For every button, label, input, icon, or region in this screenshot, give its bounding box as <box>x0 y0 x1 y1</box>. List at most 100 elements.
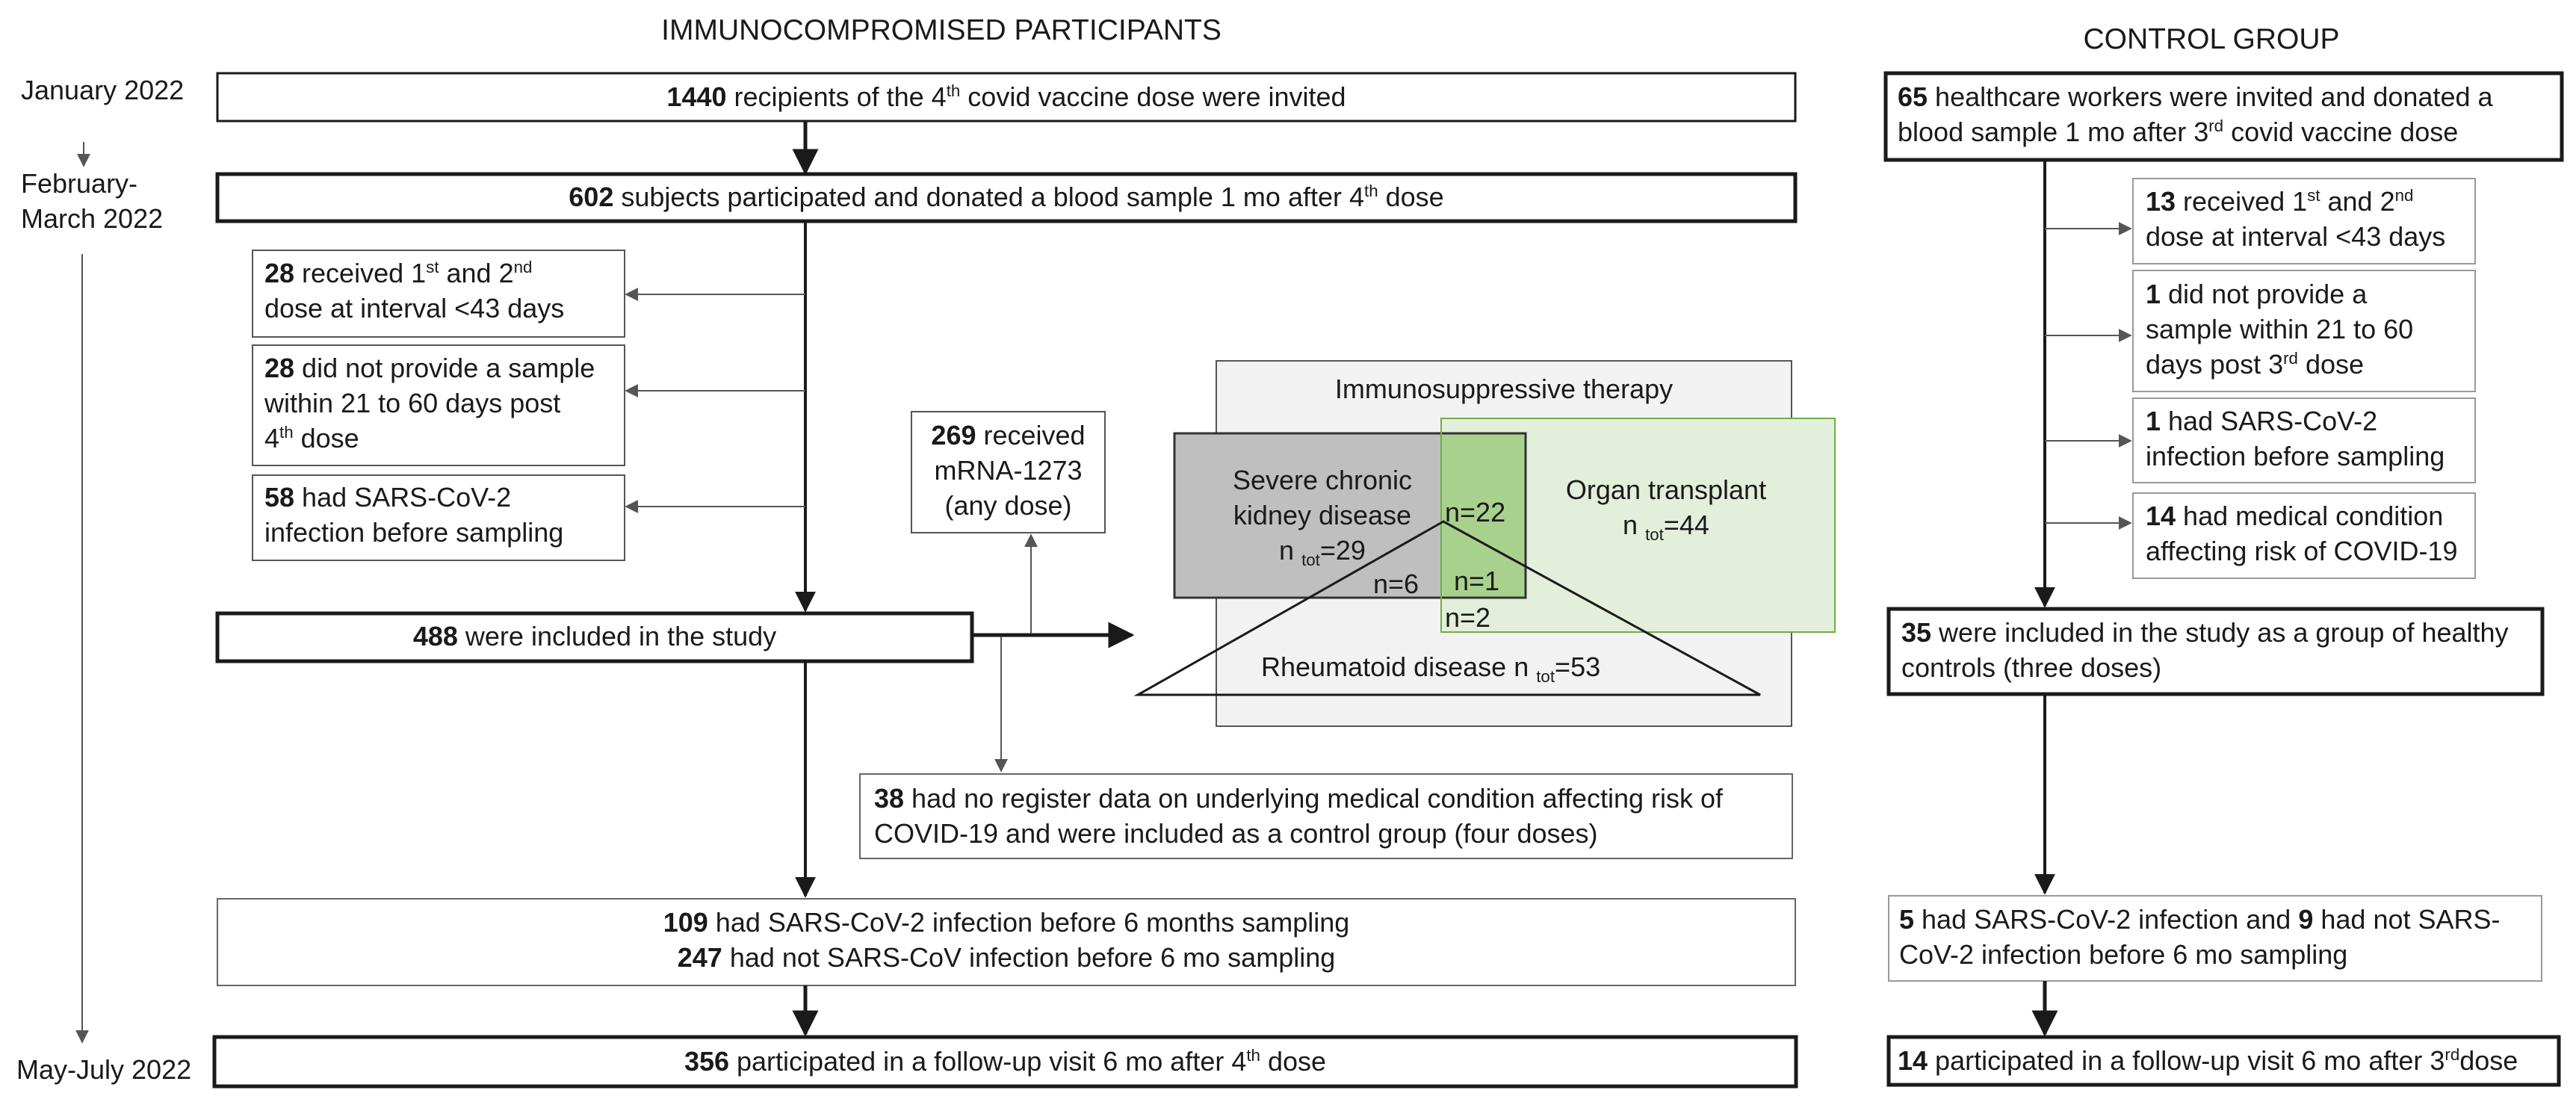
six-month-infected-count: 109 <box>663 907 708 938</box>
r-excl-medical-line2: affecting risk of COVID-19 <box>2146 535 2458 566</box>
venn-transplant-n-prefix: n <box>1623 509 1646 540</box>
excl-sample-l1: did not provide a sample <box>294 353 595 383</box>
timeline-feb-line1: February- <box>21 168 138 199</box>
r-excl-infection-line2: infection before sampling <box>2146 440 2445 471</box>
excl-sample-line3: 4th dose <box>264 421 595 456</box>
r-excl-interval-line1: 13 received 1st and 2nd <box>2146 185 2445 220</box>
excl-infection-count: 58 <box>264 482 295 513</box>
box-included <box>215 611 974 663</box>
r-six-month-line2: CoV-2 infection before 6 mo sampling <box>1899 938 2348 970</box>
r-followup-text: 14 participated in a follow-up visit 6 m… <box>1898 1044 2518 1079</box>
r-excl-interval-and: and 2 <box>2320 186 2395 217</box>
excl-interval-and: and 2 <box>439 258 514 288</box>
participated-pre: subjects participated and donated a bloo… <box>613 182 1365 212</box>
r-excl-interval-sup1: st <box>2307 186 2320 205</box>
box-r-invited <box>1883 71 2564 162</box>
r-excl-medical-line1: 14 had medical condition <box>2146 499 2458 534</box>
excl-interval-sup1: st <box>426 258 439 276</box>
r-six-month-text: 5 had SARS-CoV-2 infection and 9 had not… <box>1899 903 2501 973</box>
six-month-text: 109 had SARS-CoV-2 infection before 6 mo… <box>217 906 1795 976</box>
box-excl-interval <box>252 250 625 338</box>
venn-overlap-rect <box>1441 433 1526 598</box>
r-excl-sample-line2: sample within 21 to 60 <box>2146 313 2414 344</box>
venn-rheuma-text: Rheumatoid disease n <box>1261 651 1537 682</box>
no-register-line1: 38 had no register data on underlying me… <box>874 781 1723 817</box>
timeline-feb-march: February- March 2022 <box>21 167 163 237</box>
r-invited-line1: 65 healthcare workers were invited and d… <box>1898 80 2493 115</box>
r-included-l1: were included in the study as a group of… <box>1931 617 2509 648</box>
r-excl-medical-text: 14 had medical condition affecting risk … <box>2146 499 2458 569</box>
box-mrna <box>911 411 1106 533</box>
six-month-uninfected-count: 247 <box>677 941 722 973</box>
excl-infection-l1: had SARS-CoV-2 <box>294 482 512 513</box>
venn-rheuma-n-sub: tot <box>1536 667 1555 687</box>
venn-kidney-label: Severe chronic kidney disease n tot=29 <box>1210 463 1434 568</box>
invited-count: 1440 <box>666 81 727 112</box>
r-excl-sample-line3: days post 3rd dose <box>2146 347 2413 383</box>
participated-text: 602 subjects participated and donated a … <box>217 180 1795 215</box>
box-r-excl-interval <box>2132 178 2476 264</box>
mrna-line1: 269 received <box>911 418 1105 454</box>
box-excl-infection <box>252 474 625 561</box>
followup-post: dose <box>1260 1046 1327 1077</box>
r-invited-l1: healthcare workers were invited and dona… <box>1928 81 2493 112</box>
participated-count: 602 <box>569 182 614 212</box>
no-register-text: 38 had no register data on underlying me… <box>874 781 1723 852</box>
six-month-line1: 109 had SARS-CoV-2 infection before 6 mo… <box>217 906 1795 941</box>
box-r-followup <box>1886 1035 2561 1087</box>
venn-transplant-n-value: =44 <box>1663 509 1709 540</box>
excl-interval-line1: 28 received 1st and 2nd <box>264 256 564 291</box>
excl-interval-line2: dose at interval <43 days <box>264 292 565 324</box>
venn-rheuma-triangle <box>1133 520 1761 696</box>
r-six-month-infected-count: 5 <box>1899 904 1915 935</box>
six-month-l1: had SARS-CoV-2 infection before 6 months… <box>708 907 1350 938</box>
r-followup-pre: participated in a follow-up visit 6 mo a… <box>1928 1045 2445 1076</box>
included-label: were included in the study <box>457 621 777 651</box>
invited-post: covid vaccine dose were invited <box>960 81 1346 112</box>
r-excl-infection-l1: had SARS-CoV-2 <box>2161 406 2378 436</box>
venn-kidney-line1: Severe chronic <box>1232 465 1413 495</box>
box-r-excl-infection <box>2132 397 2476 483</box>
box-r-excl-medical <box>2132 492 2476 579</box>
venn-kidney-n-sub: tot <box>1301 550 1320 569</box>
r-excl-medical-l1: had medical condition <box>2176 501 2444 531</box>
box-r-six-month <box>1888 895 2542 982</box>
six-month-l2: had not SARS-CoV infection before 6 mo s… <box>722 941 1336 973</box>
venn-overlap-transplant-rheuma: n=2 <box>1445 602 1491 633</box>
box-participated <box>215 172 1798 223</box>
timeline-may-july: May-July 2022 <box>16 1054 192 1085</box>
header-immunocompromised: IMMUNOCOMPROMISED PARTICIPANTS <box>661 14 1222 46</box>
no-register-count: 38 <box>874 783 905 814</box>
venn-kidney-n-value: =29 <box>1319 534 1366 566</box>
r-included-text: 35 were included in the study as a group… <box>1901 616 2509 686</box>
r-invited-l2-post: covid vaccine dose <box>2223 116 2459 147</box>
venn-overlap-kidney-transplant: n=22 <box>1445 497 1506 527</box>
six-month-line2: 247 had not SARS-CoV infection before 6 … <box>217 941 1795 976</box>
participated-sup: th <box>1364 182 1378 200</box>
mrna-count: 269 <box>931 420 976 451</box>
r-excl-sample-line1: 1 did not provide a <box>2146 277 2413 312</box>
r-excl-infection-line1: 1 had SARS-CoV-2 <box>2146 404 2445 439</box>
r-excl-infection-count: 1 <box>2146 406 2161 436</box>
venn-transplant-n: n tot=44 <box>1539 508 1793 543</box>
timeline-january: January 2022 <box>21 75 185 105</box>
r-excl-interval-line2: dose at interval <43 days <box>2146 220 2446 252</box>
r-excl-medical-count: 14 <box>2146 501 2176 531</box>
r-excl-sample-text: 1 did not provide a sample within 21 to … <box>2146 277 2413 382</box>
no-register-line2: COVID-19 and were included as a control … <box>874 817 1598 849</box>
invited-text: 1440 recipients of the 4th covid vaccine… <box>217 80 1795 115</box>
r-excl-sample-l3-pre: days post 3 <box>2146 348 2284 380</box>
mrna-l1: received <box>976 420 1086 451</box>
timeline-feb-line2: March 2022 <box>21 202 164 234</box>
r-invited-count: 65 <box>1898 81 1928 112</box>
venn-transplant-label: Organ transplant n tot=44 <box>1539 473 1793 543</box>
venn-rheuma-n-value: =53 <box>1555 651 1601 682</box>
box-followup <box>212 1035 1798 1089</box>
invited-pre: recipients of the 4 <box>726 81 947 112</box>
excl-interval-l1: received 1 <box>294 258 427 288</box>
excl-infection-text: 58 had SARS-CoV-2 infection before sampl… <box>264 480 563 551</box>
included-text: 488 were included in the study <box>217 619 972 654</box>
r-six-month-t2: had not SARS- <box>2313 904 2501 935</box>
included-count: 488 <box>412 621 458 651</box>
